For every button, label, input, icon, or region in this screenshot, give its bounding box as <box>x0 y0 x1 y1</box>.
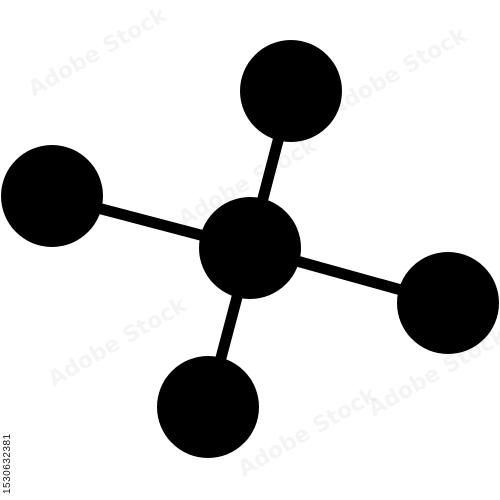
atom-top <box>240 40 342 142</box>
atom-left <box>1 145 103 247</box>
atom-center <box>199 197 301 299</box>
stock-id-label: 1530632381 <box>2 433 13 494</box>
atom-bottom <box>157 356 259 458</box>
atom-right <box>397 252 499 354</box>
